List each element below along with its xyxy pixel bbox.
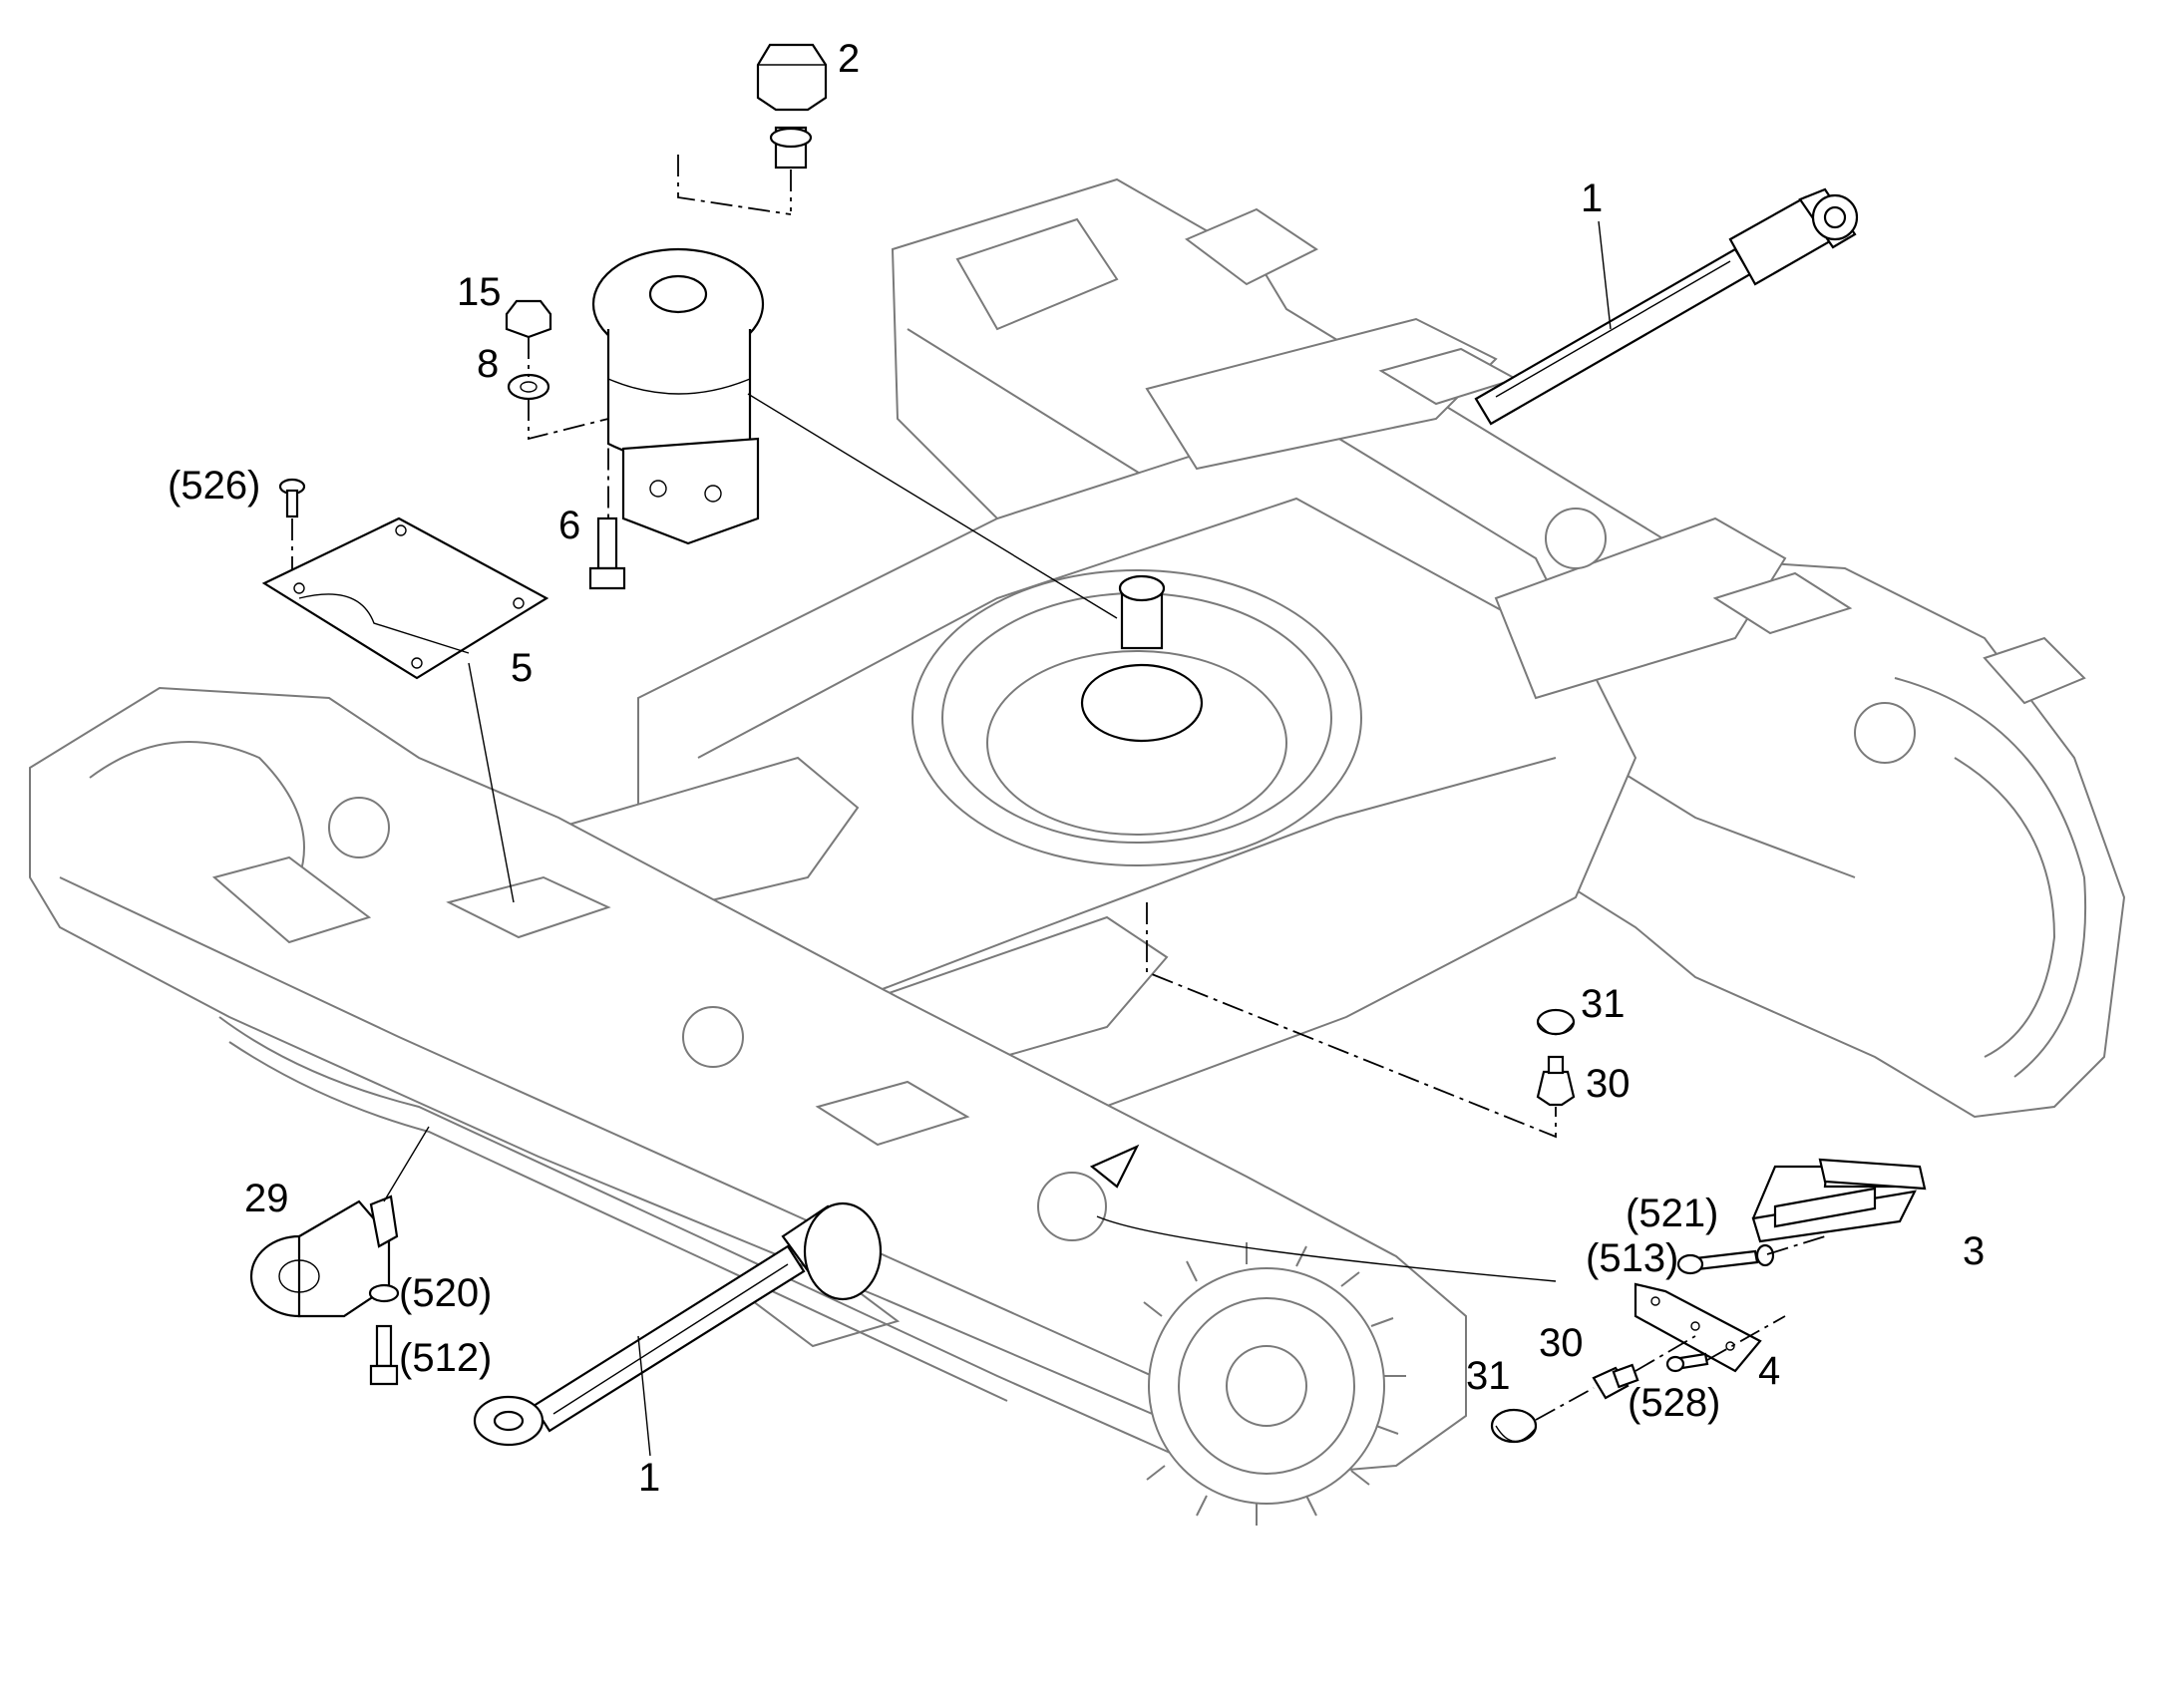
undercarriage-frame [29, 177, 2126, 1526]
fitting-30-center [1536, 1055, 1576, 1107]
screw-526 [278, 478, 306, 518]
callout-30-right: 30 [1539, 1321, 1584, 1365]
leader-swivel [747, 393, 1118, 619]
callout-1-top: 1 [1581, 176, 1603, 220]
washer-520 [368, 1283, 400, 1303]
bolt-528 [1665, 1352, 1709, 1373]
plate-4 [1634, 1282, 1762, 1373]
leader-5 [468, 662, 515, 903]
callout-512: (512) [399, 1336, 492, 1380]
bolt-513 [1676, 1249, 1759, 1275]
callout-31-center: 31 [1581, 982, 1626, 1026]
cylinder-bottom [473, 1201, 883, 1447]
callout-5: 5 [511, 646, 533, 690]
leader-callout-1-bottom [637, 1335, 651, 1457]
bolt-6 [588, 516, 626, 590]
leader-callout-1-top [1598, 220, 1612, 330]
arrow-head [1089, 1144, 1140, 1189]
leader-3-4a [1766, 1235, 1826, 1255]
callout-1-bottom: 1 [638, 1456, 660, 1500]
washer-521 [1755, 1243, 1775, 1267]
bracket-3 [1751, 1158, 1927, 1243]
leader-29 [383, 1126, 430, 1202]
callout-528: (528) [1628, 1381, 1720, 1425]
swivel-joint [591, 247, 765, 545]
cap-31-right [1490, 1408, 1538, 1444]
leader-30-31-right [1535, 1335, 1696, 1421]
callout-8: 8 [477, 342, 499, 386]
callout-2: 2 [838, 37, 860, 81]
callout-6: 6 [558, 504, 580, 547]
leader-arrow [1096, 1215, 1557, 1282]
swivel-installed [1080, 574, 1204, 743]
callout-526: (526) [168, 464, 260, 508]
callout-513: (513) [1586, 1236, 1678, 1280]
leader-8-6 [528, 399, 609, 518]
callout-521: (521) [1626, 1192, 1718, 1235]
bolt-512 [369, 1324, 399, 1386]
callout-31-right: 31 [1466, 1354, 1511, 1398]
leader-3-4b [1706, 1315, 1786, 1361]
fitting-30-right [1592, 1363, 1639, 1400]
cover-plate-5 [261, 516, 549, 680]
cylinder-top [1474, 187, 1859, 426]
callout-3: 3 [1963, 1229, 1985, 1273]
callout-4: 4 [1758, 1349, 1780, 1393]
callout-30-center: 30 [1586, 1062, 1631, 1106]
callout-29: 29 [244, 1177, 289, 1220]
washer-8 [507, 373, 550, 401]
leader-2 [677, 155, 792, 215]
nut-15 [505, 299, 552, 339]
callout-15: 15 [457, 270, 502, 314]
cap-31-center [1536, 1008, 1576, 1036]
plug-fitting [756, 43, 828, 170]
callout-520: (520) [399, 1271, 492, 1315]
part-29 [249, 1195, 399, 1318]
